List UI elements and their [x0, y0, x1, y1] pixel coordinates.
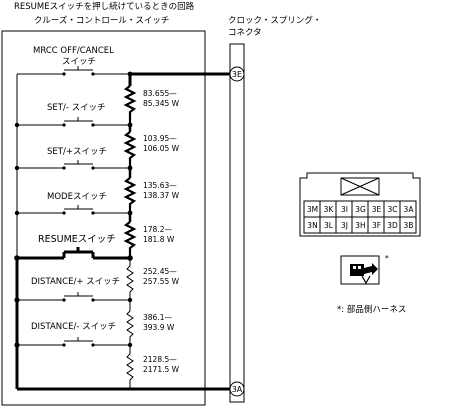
terminal-3a-label: 3A [232, 385, 243, 394]
resistor-2-range-end: 106.05 W [143, 144, 180, 153]
pin-3k: 3K [323, 205, 334, 214]
switch-label-resume: RESUMEスイッチ [38, 234, 116, 245]
resistor-5-range-start: 252.45— [143, 267, 177, 276]
pin-3d: 3D [387, 221, 398, 230]
pin-3b: 3B [403, 221, 414, 230]
switch-label-mrcc: MRCC OFF/CANCEL [33, 46, 114, 56]
resistor-6-range-start: 386.1— [143, 313, 172, 322]
connector-face [299, 172, 421, 237]
clock-spring-outline [229, 43, 245, 403]
pin-3f: 3F [371, 221, 382, 230]
pin-3i: 3I [341, 205, 348, 214]
resistor-5-range-end: 257.55 W [143, 277, 180, 286]
resistor-4-range-end: 181.8 W [143, 235, 175, 244]
left-box-label: クルーズ・コントロール・スイッチ [34, 16, 170, 26]
resistor-6-range-end: 393.9 W [143, 323, 175, 332]
resistor-1-range-end: 85.345 W [143, 99, 180, 108]
switch-label-set-minus: SET/- スイッチ [47, 103, 106, 113]
switch-label-distance-minus: DISTANCE/- スイッチ [31, 322, 117, 332]
right-box-label-2: コネクタ [228, 28, 262, 38]
harness-side-icon [340, 255, 380, 285]
pin-3h: 3H [355, 221, 366, 230]
switch-label-mode: MODEスイッチ [47, 192, 107, 202]
switch-label-mrcc-suffix: スイッチ [62, 57, 97, 67]
resistor-3-range-end: 138.37 W [143, 191, 180, 200]
switch-label-set-plus: SET/+スイッチ [47, 147, 107, 157]
terminal-3a [229, 381, 245, 397]
pin-3j: 3J [341, 221, 348, 230]
switch-label-distance-plus: DISTANCE/+ スイッチ [31, 277, 121, 287]
resistor-4-range-start: 178.2— [143, 225, 172, 234]
pin-3m: 3M [306, 205, 319, 214]
pin-3l: 3L [324, 221, 333, 230]
pin-3e: 3E [371, 205, 382, 214]
resistor-7-range-end: 2171.5 W [143, 365, 180, 374]
pin-3g: 3G [355, 205, 366, 214]
pin-3n: 3N [307, 221, 318, 230]
terminal-3e [229, 66, 245, 82]
switch-box-outline [1, 30, 206, 406]
diagram-title: RESUMEスイッチを押し続けているときの回路 [14, 2, 195, 12]
resistor-3-range-start: 135.63— [143, 181, 177, 190]
resistor-7-range-start: 2128.5— [143, 355, 177, 364]
pin-3c: 3C [387, 205, 398, 214]
harness-note: *: 部品側ハーネス [337, 305, 407, 315]
resistor-1-range-start: 83.655— [143, 89, 177, 98]
harness-asterisk: * [385, 254, 389, 263]
right-box-label-1: クロック・スプリング・ [228, 16, 322, 26]
resistor-2-range-start: 103.95— [143, 134, 177, 143]
terminal-3e-label: 3E [232, 70, 242, 79]
pin-3a: 3A [403, 205, 414, 214]
